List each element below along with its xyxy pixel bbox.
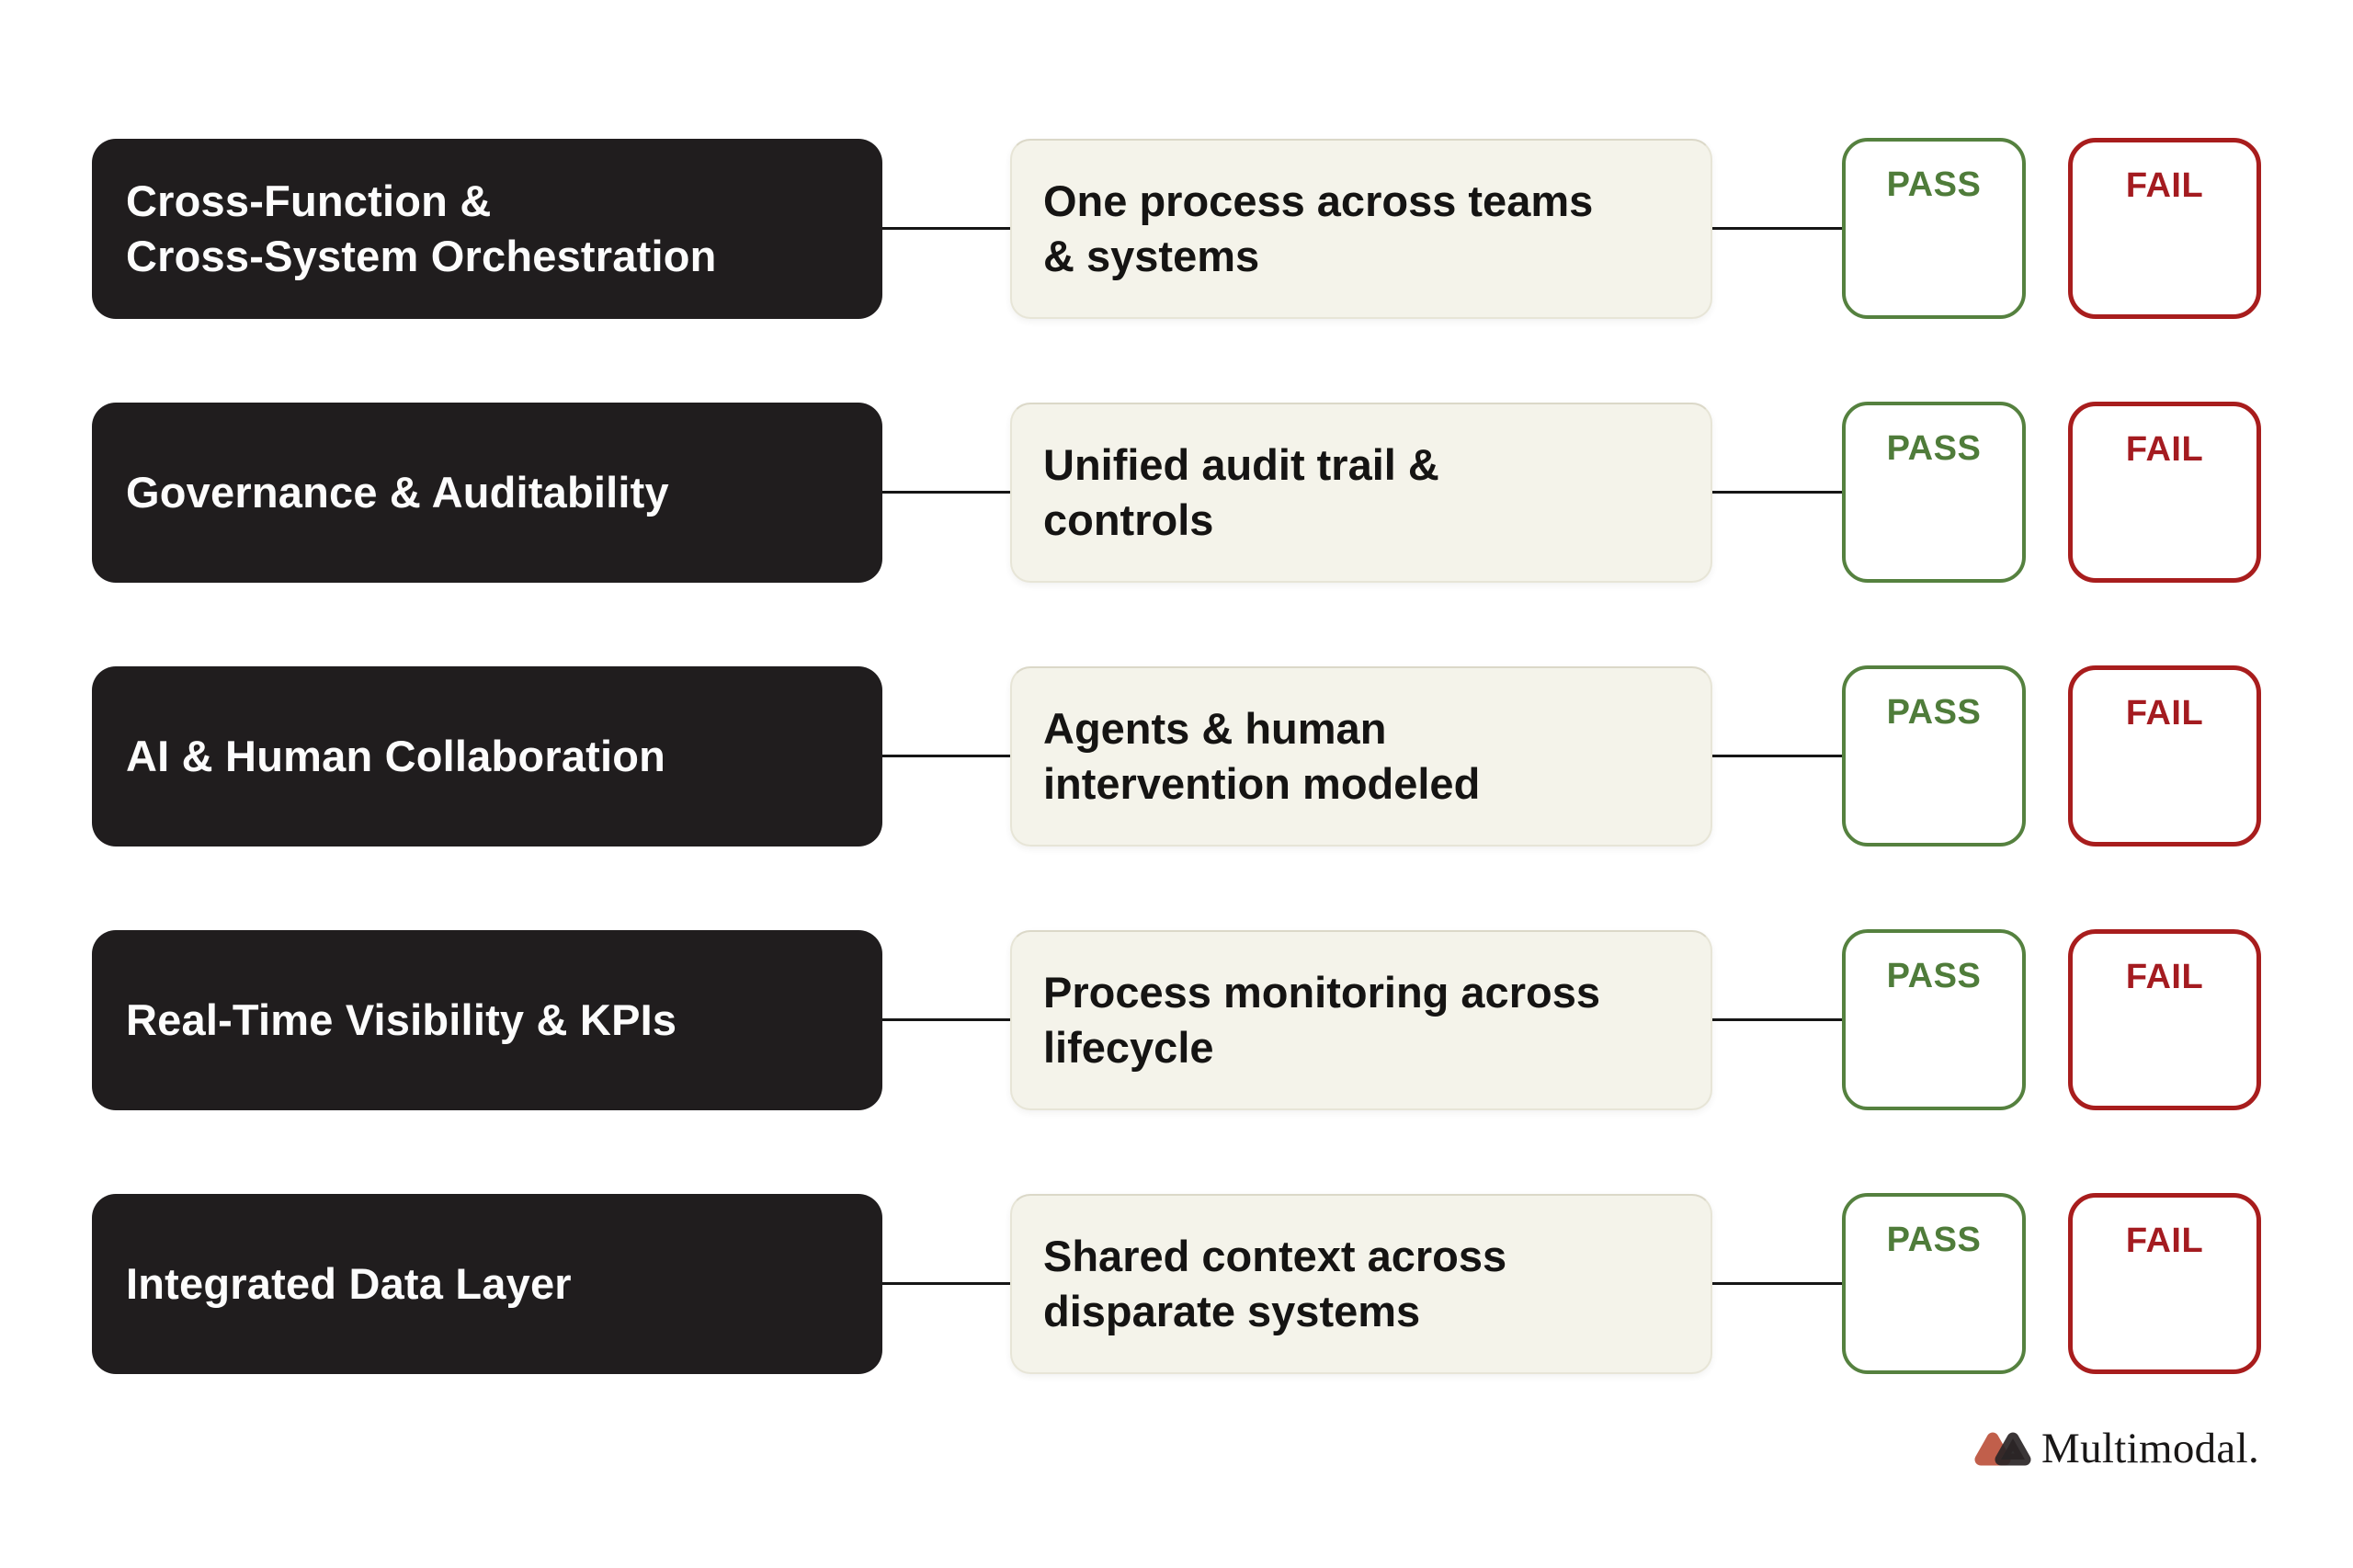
- pass-box: PASS: [1842, 138, 2026, 319]
- criterion-label: Shared context across disparate systems: [1043, 1231, 1507, 1335]
- connector-line: [882, 1018, 1010, 1021]
- fail-box: FAIL: [2068, 665, 2261, 846]
- brand-logo: Multimodal.: [1972, 1424, 2259, 1473]
- pass-box: PASS: [1842, 665, 2026, 846]
- connector-line: [1712, 1018, 1842, 1021]
- category-box: AI & Human Collaboration: [92, 665, 882, 846]
- criterion-box: Unified audit trail & controls: [1010, 402, 1712, 583]
- connector-line: [882, 491, 1010, 494]
- pass-box: PASS: [1842, 929, 2026, 1110]
- fail-box: FAIL: [2068, 138, 2261, 319]
- fail-box: FAIL: [2068, 402, 2261, 583]
- category-box: Integrated Data Layer: [92, 1193, 882, 1374]
- criterion-box: One process across teams & systems: [1010, 138, 1712, 319]
- pass-label: PASS: [1886, 693, 1982, 732]
- fail-label: FAIL: [2125, 958, 2204, 996]
- category-box: Real-Time Visibility & KPIs: [92, 929, 882, 1110]
- connector-line: [1712, 1282, 1842, 1285]
- connector-line: [1712, 755, 1842, 757]
- criterion-label: Unified audit trail & controls: [1043, 439, 1439, 544]
- category-box: Cross-Function & Cross-System Orchestrat…: [92, 138, 882, 319]
- criterion-label: Process monitoring across lifecycle: [1043, 967, 1600, 1072]
- pass-label: PASS: [1886, 957, 1982, 995]
- criterion-box: Agents & human intervention modeled: [1010, 665, 1712, 846]
- connector-line: [882, 1282, 1010, 1285]
- pass-label: PASS: [1886, 165, 1982, 204]
- connector-line: [882, 755, 1010, 757]
- category-label: Governance & Auditability: [126, 467, 669, 517]
- fail-label: FAIL: [2125, 430, 2204, 469]
- category-label: Cross-Function & Cross-System Orchestrat…: [126, 176, 717, 280]
- pass-box: PASS: [1842, 402, 2026, 583]
- pass-label: PASS: [1886, 1221, 1982, 1259]
- fail-box: FAIL: [2068, 929, 2261, 1110]
- criterion-box: Shared context across disparate systems: [1010, 1193, 1712, 1374]
- fail-box: FAIL: [2068, 1193, 2261, 1374]
- connector-line: [1712, 491, 1842, 494]
- connector-line: [882, 227, 1010, 230]
- category-label: Real-Time Visibility & KPIs: [126, 994, 677, 1044]
- category-box: Governance & Auditability: [92, 402, 882, 583]
- criterion-box: Process monitoring across lifecycle: [1010, 929, 1712, 1110]
- criteria-row: Real-Time Visibility & KPIs Process moni…: [92, 929, 2261, 1110]
- connector-line: [1712, 227, 1842, 230]
- criteria-row: AI & Human Collaboration Agents & human …: [92, 665, 2261, 846]
- multimodal-triangles-icon: [1974, 1432, 2031, 1466]
- pass-label: PASS: [1886, 429, 1982, 468]
- category-label: AI & Human Collaboration: [126, 731, 666, 780]
- fail-label: FAIL: [2125, 1221, 2204, 1260]
- fail-label: FAIL: [2125, 166, 2204, 205]
- criteria-row: Cross-Function & Cross-System Orchestrat…: [92, 138, 2261, 319]
- category-label: Integrated Data Layer: [126, 1258, 572, 1308]
- pass-box: PASS: [1842, 1193, 2026, 1374]
- criteria-row: Governance & Auditability Unified audit …: [92, 402, 2261, 583]
- criterion-label: Agents & human intervention modeled: [1043, 703, 1481, 808]
- criterion-label: One process across teams & systems: [1043, 176, 1594, 280]
- fail-label: FAIL: [2125, 694, 2204, 733]
- criteria-row: Integrated Data Layer Shared context acr…: [92, 1193, 2261, 1374]
- logo-text: Multimodal.: [2041, 1425, 2259, 1472]
